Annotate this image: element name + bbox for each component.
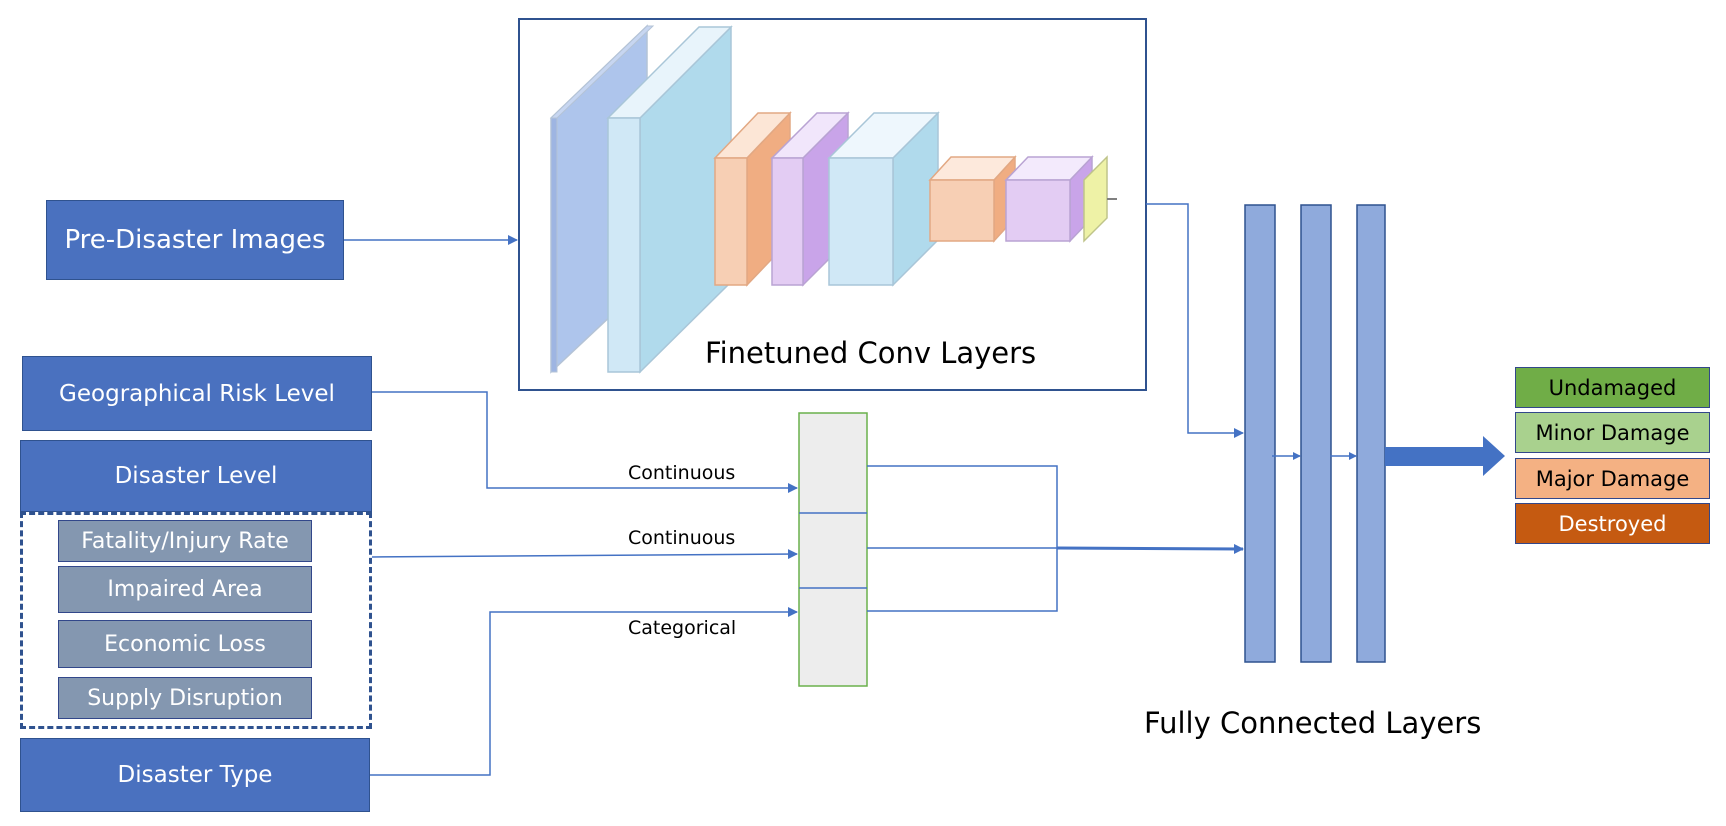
conv-block-5	[827, 111, 940, 287]
output-arrow	[1385, 436, 1505, 476]
feature-type-label: Categorical	[628, 617, 737, 639]
feature-type-label: Continuous	[628, 527, 736, 549]
disaster-type-label: Disaster Type	[117, 762, 273, 788]
conv-illustration	[549, 24, 1117, 374]
fc-title: Fully Connected Layers	[1144, 706, 1482, 740]
fc-layer-3	[1356, 204, 1386, 663]
conv-block-6	[928, 155, 1017, 243]
geographical-risk-level-box: Geographical Risk Level	[22, 356, 372, 431]
fatality-injury-rate-label: Fatality/Injury Rate	[81, 528, 289, 554]
output-minor-damage: Minor Damage	[1515, 412, 1710, 453]
conv-block-2	[606, 25, 733, 374]
arrow-vector-to-fc	[1056, 543, 1244, 554]
geographical-risk-level-label: Geographical Risk Level	[59, 380, 335, 407]
output-major-damage: Major Damage	[1515, 458, 1710, 499]
disaster-level-group	[20, 512, 372, 729]
fc-layers	[1244, 204, 1386, 663]
disaster-level-box: Disaster Level	[20, 440, 372, 512]
disaster-type-box: Disaster Type	[20, 738, 370, 812]
disaster-level-label: Disaster Level	[114, 463, 278, 489]
pre-disaster-images-box: Pre-Disaster Images	[46, 200, 344, 280]
fc-layer-2	[1300, 204, 1332, 663]
disaster-level-item: Supply Disruption	[58, 677, 312, 719]
supply-disruption-label: Supply Disruption	[87, 685, 283, 711]
merge-line-top	[867, 465, 1058, 612]
economic-loss-label: Economic Loss	[104, 631, 266, 657]
disaster-level-item: Economic Loss	[58, 620, 312, 668]
disaster-level-item: Fatality/Injury Rate	[58, 520, 312, 562]
conv-block-7	[1004, 155, 1094, 243]
feature-vector	[798, 412, 868, 687]
fc-layer-1	[1244, 204, 1276, 663]
output-undamaged: Undamaged	[1515, 367, 1710, 408]
conv-block-8	[1083, 155, 1117, 243]
pre-disaster-images-label: Pre-Disaster Images	[64, 225, 326, 255]
arrow-disaster-level-to-vector	[371, 549, 798, 560]
output-destroyed: Destroyed	[1515, 503, 1710, 544]
impaired-area-label: Impaired Area	[107, 577, 263, 602]
conv-title: Finetuned Conv Layers	[705, 336, 1037, 370]
disaster-level-item: Impaired Area	[58, 566, 312, 613]
arrow-geo-risk-to-vector	[372, 391, 798, 493]
arrow-conv-to-fc	[1146, 203, 1244, 438]
feature-type-label: Continuous	[628, 462, 736, 484]
arrow-disaster-type-to-vector	[370, 607, 798, 776]
